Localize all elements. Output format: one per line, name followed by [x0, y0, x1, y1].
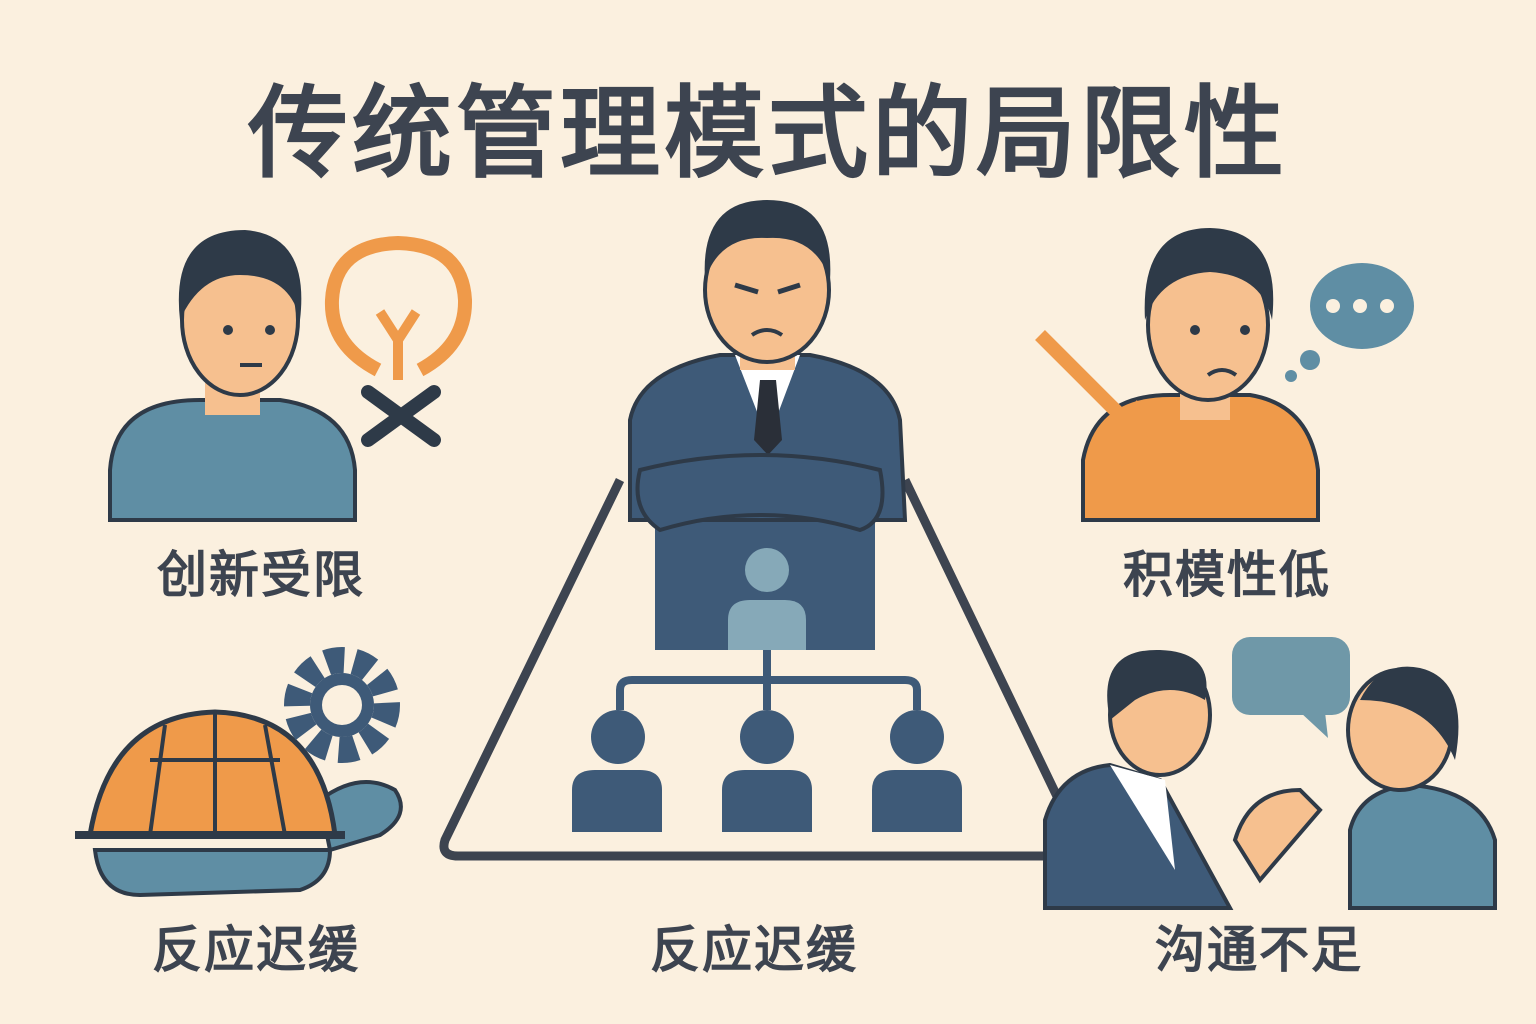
gear-icon — [284, 647, 400, 763]
label-low-motivation: 积模性低 — [1123, 546, 1331, 604]
innovation-person — [108, 230, 357, 522]
label-poor-communication: 沟通不足 — [1155, 921, 1363, 979]
down-arrow-icon — [1035, 330, 1150, 445]
lightbulb-icon — [324, 235, 473, 380]
low-motivation-person — [1081, 228, 1320, 522]
x-cross-icon — [361, 385, 441, 447]
manager-figure — [628, 200, 908, 650]
org-chart — [572, 650, 962, 832]
communication-people — [1043, 649, 1497, 910]
label-slow-response-center: 反应迟缓 — [650, 921, 858, 979]
thought-bubble-icon — [1285, 263, 1414, 382]
page-title: 传统管理模式的局限性 — [248, 75, 1288, 192]
label-innovation-limited: 创新受限 — [157, 546, 365, 604]
speech-bubble-icon — [1232, 637, 1350, 738]
label-slow-response-left: 反应迟缓 — [152, 921, 360, 979]
turtle-icon — [75, 709, 403, 898]
